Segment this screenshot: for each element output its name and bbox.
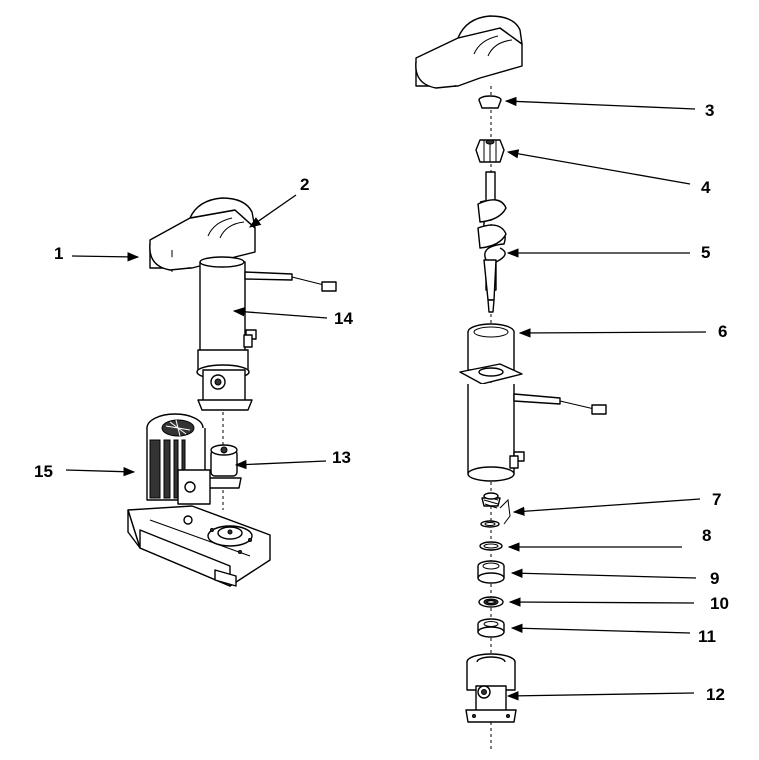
callout-8: 8 [702, 526, 711, 545]
callout-9: 9 [710, 569, 719, 588]
barrel-part-6 [459, 323, 607, 482]
callout-10: 10 [710, 594, 729, 613]
callout-6: 6 [718, 322, 727, 341]
bearing-part-11 [477, 618, 505, 638]
callout-2: 2 [300, 175, 309, 194]
gearbox-base [127, 505, 271, 587]
base-coupler-part-12 [465, 653, 517, 723]
callout-12: 12 [706, 685, 725, 704]
left-assembly [127, 197, 337, 587]
auger-part-5 [477, 171, 507, 313]
callout-4: 4 [701, 178, 711, 197]
washer-part-8b [479, 541, 503, 551]
callout-labels: 1 2 3 4 5 6 7 8 9 10 11 12 13 14 15 [34, 101, 729, 704]
leader-lines [65, 96, 707, 701]
spring-part-7 [481, 492, 511, 525]
bearing-part-10 [478, 596, 504, 608]
callout-5: 5 [701, 243, 710, 262]
hopper-head-left [149, 197, 256, 272]
callout-7: 7 [712, 490, 721, 509]
cap-part-3 [478, 95, 502, 109]
callout-3: 3 [705, 101, 714, 120]
callout-11: 11 [698, 627, 716, 646]
barrel-housing-left [196, 256, 337, 411]
callout-15: 15 [34, 462, 53, 481]
bearing-housing-part-9 [477, 560, 505, 584]
right-assembly [415, 15, 607, 750]
motor-left [146, 413, 211, 505]
callout-14: 14 [334, 309, 353, 328]
callout-13: 13 [332, 448, 351, 467]
coupling-left [204, 444, 242, 489]
hopper-head-right [415, 15, 523, 89]
callout-1: 1 [54, 244, 63, 263]
cutter-part-4 [475, 139, 505, 163]
oring-part-8 [480, 520, 500, 528]
